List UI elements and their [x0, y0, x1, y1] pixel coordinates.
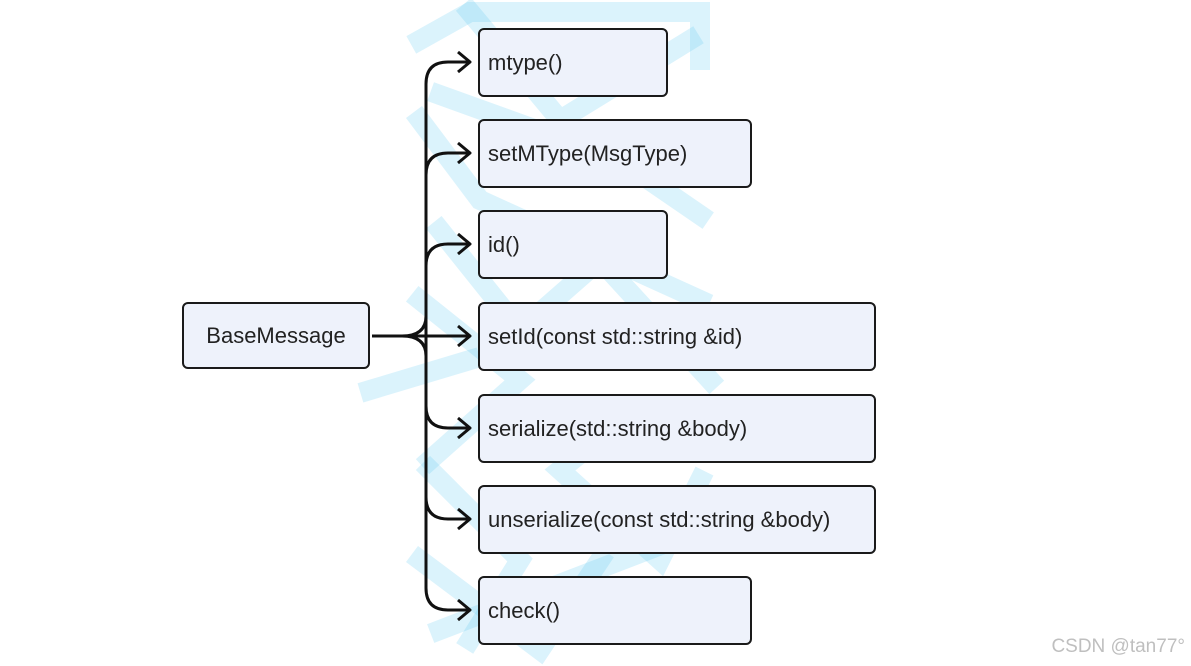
root-node-basemessage: BaseMessage [182, 302, 370, 369]
arrow-head-4 [457, 416, 472, 440]
method-node-unserialize: unserialize(const std::string &body) [478, 485, 876, 554]
arrow-head-3 [457, 324, 472, 348]
method-node-mtype: mtype() [478, 28, 668, 97]
watermark-text: CSDN @tan77° [1051, 636, 1185, 657]
method-node-id: id() [478, 210, 668, 279]
root-node-label: BaseMessage [206, 322, 346, 348]
method-node-setid: setId(const std::string &id) [478, 302, 876, 371]
method-node-serialize: serialize(std::string &body) [478, 394, 876, 463]
branch-connector-2 [424, 242, 470, 267]
arrow-head-2 [457, 232, 472, 256]
arrow-head-1 [457, 141, 472, 165]
branch-connector-1 [424, 151, 470, 176]
branch-connector-6 [424, 587, 470, 612]
arrow-head-5 [457, 507, 472, 531]
method-node-label: check() [488, 597, 561, 623]
method-node-label: unserialize(const std::string &body) [488, 506, 831, 532]
arrow-head-6 [457, 598, 472, 622]
method-node-label: id() [488, 231, 520, 257]
method-node-label: serialize(std::string &body) [488, 415, 748, 441]
method-node-label: setMType(MsgType) [488, 140, 688, 166]
arrow-head-0 [457, 50, 472, 74]
branch-connector-0 [424, 60, 470, 85]
method-node-setmtype: setMType(MsgType) [478, 119, 752, 188]
method-node-check: check() [478, 576, 752, 645]
method-node-label: mtype() [488, 49, 563, 75]
method-node-label: setId(const std::string &id) [488, 323, 743, 349]
branch-connector-4 [424, 405, 470, 430]
branch-connector-5 [424, 496, 470, 521]
root-curve-up [401, 315, 428, 338]
root-curve-down [401, 334, 428, 357]
